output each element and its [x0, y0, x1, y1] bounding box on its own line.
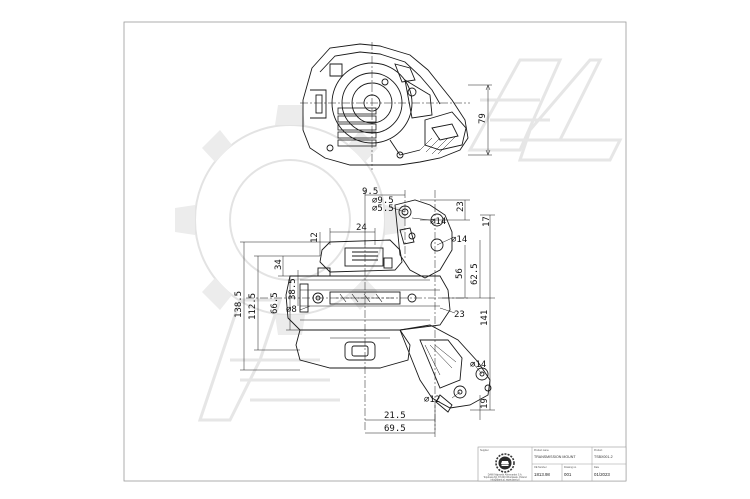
drawing-no: 001	[564, 472, 572, 477]
dim-112-5: 112.5	[248, 293, 258, 320]
dim-dia14-a: ⌀14	[430, 217, 446, 227]
company-email: info@dami.pl, www.dami.pl	[491, 479, 520, 482]
top-view	[300, 42, 492, 170]
dim-141: 141	[480, 310, 490, 326]
top-view-hatch	[419, 135, 457, 155]
oe-number: 1813.98	[534, 472, 550, 477]
dim-dia5-5: ⌀5.5	[372, 204, 394, 214]
dim-62-5: 62.5	[470, 263, 480, 285]
product-code-label: Product	[594, 449, 603, 452]
dim-12: 12	[310, 232, 320, 243]
dim-56: 56	[455, 268, 465, 279]
main-body	[285, 275, 451, 331]
dim-69-5: 69.5	[384, 424, 406, 434]
dim-79: 79	[478, 113, 488, 124]
date-label: Date	[594, 466, 600, 469]
dim-dia8: ⌀8	[286, 305, 297, 315]
dim-dia14-b: ⌀14	[451, 235, 467, 245]
dim-lines	[240, 190, 495, 437]
upper-housing	[319, 239, 403, 273]
oe-number-label: OE Number	[534, 466, 547, 469]
dim-38-5: 38.5	[288, 278, 298, 300]
dim-17: 17	[482, 216, 492, 227]
lower-bracket	[399, 324, 491, 409]
front-view	[240, 190, 495, 437]
drawing-no-label: Drawing no.	[564, 466, 577, 469]
product-name: TRANSMISSION MOUNT	[534, 455, 576, 459]
dim-21-5: 21.5	[384, 411, 406, 421]
dim-23-mid: 23	[454, 310, 465, 320]
top-bracket	[394, 199, 453, 279]
dim-dia14-c: ⌀14	[470, 360, 486, 370]
top-view-ribs	[337, 107, 377, 147]
lower-body	[295, 329, 411, 369]
dim-24: 24	[356, 223, 367, 233]
dim-138-5: 138.5	[234, 291, 244, 318]
company-name: DAMI Majewski Aftermarket S.A.	[488, 474, 523, 477]
product-name-label: Product name	[534, 449, 550, 452]
dim-dia9-5: ⌀9.5	[372, 196, 394, 206]
supplier-label: Supplier	[480, 449, 489, 452]
date: 01/2023	[594, 472, 610, 477]
title-block	[477, 446, 627, 482]
dim-34: 34	[274, 259, 284, 270]
dim-66-5: 66.5	[270, 292, 280, 314]
watermark-logo	[175, 58, 623, 422]
dim-23-top: 23	[456, 201, 466, 212]
top-view-body	[302, 43, 469, 166]
dim-9-5: 9.5	[362, 187, 378, 197]
dim-dia12: ⌀12	[424, 395, 440, 405]
drawing-frame	[123, 21, 627, 482]
product-code: TSBX001-2	[594, 455, 613, 459]
company-address: Topolowa 84, 87-000 Wroclawek, Poland	[483, 476, 527, 479]
dim-19: 19	[480, 398, 490, 409]
watermark-letters	[197, 58, 623, 422]
company-logo-icon	[495, 453, 515, 473]
